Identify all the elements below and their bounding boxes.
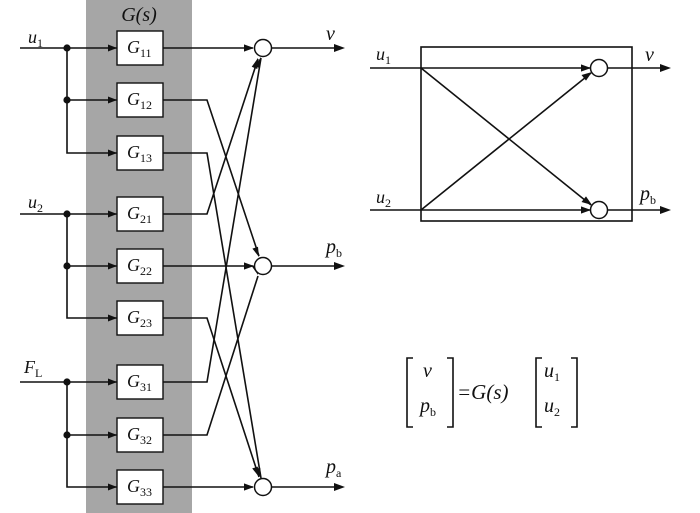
input-label-u1: u1 xyxy=(28,27,43,50)
block-G33: G33 xyxy=(116,469,164,505)
cross-path-u2-to-v xyxy=(420,72,592,211)
arrowhead xyxy=(108,149,117,157)
right-bracket xyxy=(571,357,578,428)
arrowhead xyxy=(108,483,117,491)
output-label-pb: pb xyxy=(324,236,342,260)
block-G23: G23 xyxy=(116,300,164,336)
left-block-diagram: G(s) u1 u2 FL xyxy=(20,0,345,513)
cross-path-u1-to-pb xyxy=(420,67,592,206)
block-G22: G22 xyxy=(116,248,164,284)
svg-text:G23: G23 xyxy=(127,307,152,330)
arrowhead xyxy=(108,44,117,52)
branch-dot xyxy=(63,210,71,218)
output-label-v: v xyxy=(645,44,654,66)
svg-text:G12: G12 xyxy=(127,89,152,112)
arrowhead xyxy=(108,210,117,218)
summing-junction-pb xyxy=(253,256,273,276)
output-label-v: v xyxy=(326,23,335,45)
block-G31: G31 xyxy=(116,364,164,400)
arrowhead xyxy=(108,96,117,104)
signal-G23-to-sum-pa xyxy=(163,317,260,478)
svg-text:G22: G22 xyxy=(127,255,152,278)
block-G21: G21 xyxy=(116,196,164,232)
signal-G12-to-sum-pb xyxy=(163,99,260,257)
arrowhead xyxy=(334,262,345,270)
arrowhead xyxy=(244,44,254,52)
signal-G32-to-sum-pb xyxy=(163,275,259,436)
matrix-equation: v pb =G(s) u1 u2 xyxy=(406,357,578,428)
branch-dot xyxy=(63,431,71,439)
lhs-entry-v: v xyxy=(423,360,432,382)
branch-dot xyxy=(63,44,71,52)
summing-junction-v xyxy=(589,58,609,78)
svg-text:G32: G32 xyxy=(127,424,152,447)
lhs-entry-pb: pb xyxy=(418,395,436,419)
block-G13: G13 xyxy=(116,135,164,171)
arrowhead xyxy=(581,72,592,81)
arrowhead xyxy=(254,57,261,68)
branch-dot xyxy=(63,378,71,386)
input-label-u2: u2 xyxy=(376,187,391,210)
branch-dot xyxy=(63,262,71,270)
summing-junction-pb xyxy=(589,200,609,220)
input-label-u1: u1 xyxy=(376,44,391,67)
signal-G31-to-sum-v xyxy=(163,57,262,383)
svg-text:G21: G21 xyxy=(127,203,152,226)
arrowhead xyxy=(660,206,671,214)
arrowhead xyxy=(581,196,592,205)
arrowhead xyxy=(581,206,591,214)
signal-G21-to-sum-v xyxy=(163,58,259,215)
input-label-FL: FL xyxy=(23,357,42,380)
arrowhead xyxy=(108,378,117,386)
block-G11: G11 xyxy=(116,30,164,66)
output-label-pa: pa xyxy=(324,456,342,480)
svg-text:G31: G31 xyxy=(127,371,152,394)
block-G32: G32 xyxy=(116,417,164,453)
svg-text:G13: G13 xyxy=(127,142,152,165)
svg-text:G11: G11 xyxy=(127,37,152,60)
summing-junction-pa xyxy=(253,477,273,497)
signal-G13-to-sum-pa xyxy=(163,152,262,479)
svg-text:G33: G33 xyxy=(127,476,152,499)
output-label-pb: pb xyxy=(638,183,656,207)
arrowhead xyxy=(108,262,117,270)
arrowhead xyxy=(334,483,345,491)
arrowhead xyxy=(252,466,259,477)
summing-junction-v xyxy=(253,38,273,58)
right-bracket xyxy=(535,357,542,428)
left-bracket xyxy=(406,357,413,428)
arrowhead xyxy=(581,64,591,72)
equation-middle: =G(s) xyxy=(457,380,509,404)
left-bracket xyxy=(447,357,454,428)
arrowhead xyxy=(108,314,117,322)
arrowhead xyxy=(660,64,671,72)
arrowhead xyxy=(244,483,254,491)
rhs-entry-u1: u1 xyxy=(544,360,560,384)
system-box xyxy=(420,46,633,222)
arrowhead xyxy=(334,44,345,52)
branch-dot xyxy=(63,96,71,104)
right-block-diagram: u1 u2 v pb xyxy=(370,44,671,222)
block-title: G(s) xyxy=(121,4,157,26)
block-G12: G12 xyxy=(116,82,164,118)
rhs-entry-u2: u2 xyxy=(544,395,560,419)
input-label-u2: u2 xyxy=(28,192,43,215)
arrowhead xyxy=(252,246,259,257)
arrowhead xyxy=(244,262,254,270)
arrowhead xyxy=(108,431,117,439)
